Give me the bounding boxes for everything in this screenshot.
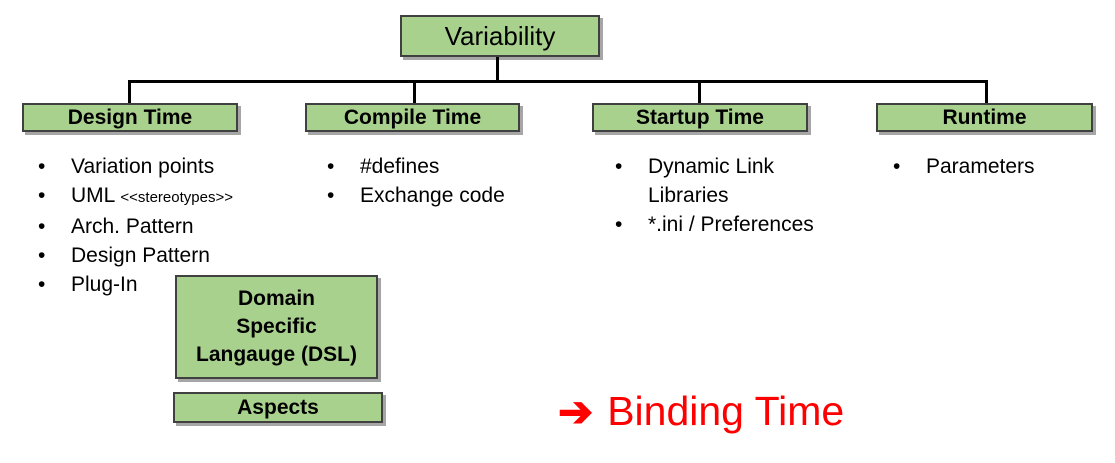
bullet-icon: •: [615, 155, 623, 178]
list-item: • Arch. Pattern: [38, 212, 233, 241]
branch-line-design: [128, 80, 131, 104]
startup-time-box: Startup Time: [592, 103, 808, 132]
runtime-label: Runtime: [942, 105, 1027, 129]
dsl-box: Domain Specific Langauge (DSL): [175, 275, 378, 379]
list-item: • Design Pattern: [38, 241, 233, 270]
bullet-icon: •: [893, 155, 901, 178]
dsl-line-1: Domain: [237, 287, 315, 310]
trunk-connector-line: [496, 57, 499, 83]
dsl-line-3: Langauge (DSL): [196, 343, 357, 366]
bullet-icon: •: [38, 244, 46, 267]
binding-time-label: Binding Time: [607, 388, 845, 434]
horizontal-connector-line: [128, 80, 988, 83]
list-item: • Parameters: [893, 152, 1035, 181]
bullet-icon: •: [615, 213, 623, 236]
bullet-icon: •: [38, 215, 46, 238]
branch-line-compile: [413, 80, 416, 104]
list-item: • Variation points: [38, 152, 233, 181]
design-time-box: Design Time: [22, 103, 238, 132]
bullet-icon: •: [38, 273, 46, 296]
right-arrow-icon: ➔: [558, 387, 594, 435]
variability-box: Variability: [400, 15, 600, 57]
startup-time-list: • Dynamic Link Libraries • *.ini / Prefe…: [615, 152, 818, 239]
branch-line-runtime: [985, 80, 988, 104]
aspects-box: Aspects: [173, 392, 383, 423]
bullet-icon: •: [327, 184, 335, 207]
list-item: • Exchange code: [327, 181, 505, 210]
stereotypes-annotation: <<stereotypes>>: [120, 189, 233, 206]
compile-time-box: Compile Time: [305, 103, 520, 132]
bullet-icon: •: [38, 184, 46, 207]
branch-line-startup: [698, 80, 701, 104]
compile-time-list: • #defines • Exchange code: [327, 152, 505, 210]
list-item: • #defines: [327, 152, 505, 181]
variability-label: Variability: [444, 20, 556, 51]
design-time-list: • Variation points • UML <<stereotypes>>…: [38, 152, 233, 299]
runtime-box: Runtime: [876, 103, 1093, 132]
list-item: • UML <<stereotypes>>: [38, 181, 233, 212]
binding-time-callout: ➔ Binding Time: [558, 388, 844, 435]
bullet-icon: •: [327, 155, 335, 178]
dsl-line-2: Specific: [236, 315, 317, 338]
design-time-label: Design Time: [67, 105, 193, 129]
startup-time-label: Startup Time: [636, 105, 764, 129]
list-item: • Plug-In: [38, 270, 233, 299]
bullet-icon: •: [38, 155, 46, 178]
runtime-list: • Parameters: [893, 152, 1035, 181]
list-item: • *.ini / Preferences: [615, 210, 818, 239]
list-item: • Dynamic Link Libraries: [615, 152, 818, 210]
compile-time-label: Compile Time: [343, 105, 482, 129]
aspects-label: Aspects: [237, 395, 319, 419]
